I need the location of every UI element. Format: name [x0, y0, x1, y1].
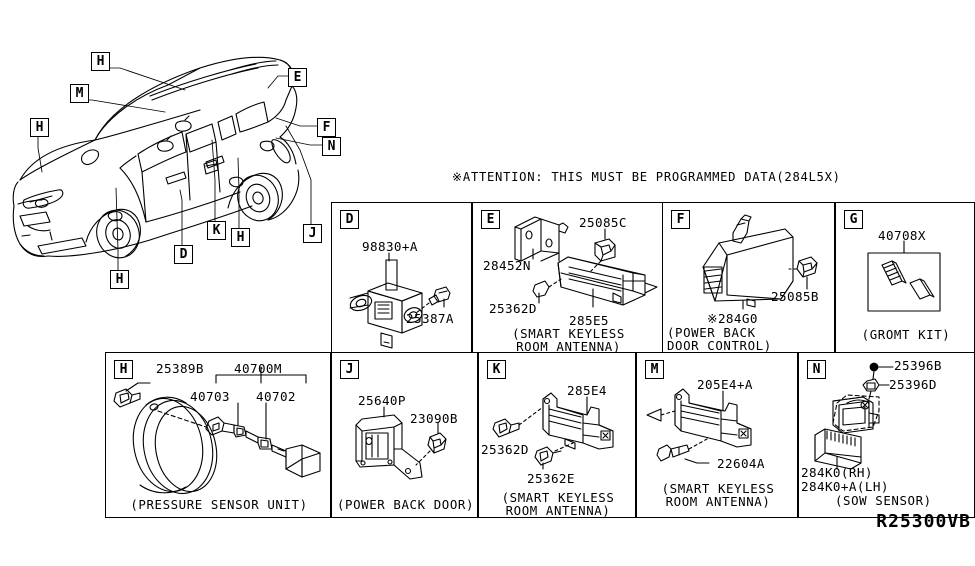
- part-number: 98830+A: [362, 239, 418, 254]
- panel-label-G: G: [844, 210, 863, 229]
- part-number: 40702: [256, 389, 296, 404]
- panel-K[interactable]: K: [478, 352, 636, 518]
- panel-G[interactable]: G 40708X (GROMT KIT): [835, 202, 975, 354]
- part-number: 25640P: [358, 393, 406, 408]
- vehicle-callout-n[interactable]: N: [322, 137, 341, 156]
- part-number: 25387A: [406, 311, 454, 326]
- panel-F[interactable]: F: [662, 202, 835, 354]
- part-number: 25389B: [156, 361, 204, 376]
- callout-leader-lines: [37, 67, 323, 271]
- vehicle-callout-h[interactable]: H: [91, 52, 110, 71]
- panel-J[interactable]: J: [331, 352, 478, 518]
- part-number: 205E4+A: [697, 377, 753, 392]
- panel-M-drawing: [646, 388, 752, 464]
- part-number: 285E4: [567, 383, 607, 398]
- panel-D[interactable]: D: [331, 202, 472, 354]
- panel-D-drawing: [349, 252, 451, 349]
- panel-caption-line: (SMART KEYLESS: [661, 481, 775, 496]
- vehicle-callout-j[interactable]: J: [303, 224, 322, 243]
- panel-J-drawing: [355, 406, 447, 480]
- panel-label-J: J: [340, 360, 359, 379]
- part-number: 284K0(RH): [801, 465, 873, 480]
- panel-H-drawing: [113, 366, 321, 495]
- part-number: 40703: [190, 389, 230, 404]
- panel-label-F: F: [671, 210, 690, 229]
- panel-label-N: N: [807, 360, 826, 379]
- vehicle-callout-e[interactable]: E: [288, 68, 307, 87]
- part-number: 25085B: [771, 289, 819, 304]
- panel-label-M: M: [645, 360, 664, 379]
- panel-caption-line: (POWER BACK: [667, 325, 756, 340]
- panel-caption-line: ROOM ANTENNA): [516, 339, 621, 354]
- panel-caption-line: DOOR CONTROL): [667, 338, 772, 353]
- vehicle-svg: [12, 56, 300, 259]
- part-number: 22604A: [717, 456, 765, 471]
- part-number: 25396D: [889, 377, 937, 392]
- panel-label-K: K: [487, 360, 506, 379]
- part-number: 28452N: [483, 258, 531, 273]
- part-number: 25362E: [527, 471, 575, 486]
- part-number: 40708X: [878, 228, 926, 243]
- part-number: 25085C: [579, 215, 627, 230]
- panel-H[interactable]: H: [105, 352, 331, 518]
- panel-label-E: E: [481, 210, 500, 229]
- vehicle-callout-k[interactable]: K: [207, 221, 226, 240]
- vehicle-callout-m[interactable]: M: [70, 84, 89, 103]
- part-number: 285E5: [569, 313, 609, 328]
- panel-caption-line: (SMART KEYLESS: [501, 490, 615, 505]
- panel-caption-line: (SMART KEYLESS: [512, 326, 625, 341]
- panel-E-drawing: [514, 216, 658, 308]
- panel-caption-line: ROOM ANTENNA): [665, 494, 771, 509]
- panel-N-drawing: [814, 362, 894, 470]
- panel-caption-line: (PRESSURE SENSOR UNIT): [130, 497, 308, 512]
- panel-caption-line: (POWER BACK DOOR): [336, 497, 475, 512]
- panel-caption-line: ROOM ANTENNA): [505, 503, 611, 518]
- panel-caption-line: (GROMT KIT): [861, 327, 951, 342]
- part-number: 40700M: [234, 361, 282, 376]
- vehicle-callout-h[interactable]: H: [231, 228, 250, 247]
- vehicle-callout-f[interactable]: F: [317, 118, 336, 137]
- part-number: 25362D: [481, 442, 529, 457]
- part-number: ※284G0: [707, 311, 758, 326]
- attention-note: ※ATTENTION: THIS MUST BE PROGRAMMED DATA…: [452, 170, 841, 184]
- panel-label-D: D: [340, 210, 359, 229]
- part-number: 25396B: [894, 358, 942, 373]
- panel-F-drawing: [702, 214, 818, 310]
- panel-caption-line: (SOW SENSOR): [835, 493, 932, 508]
- vehicle-illustration: [0, 30, 340, 320]
- panel-label-H: H: [114, 360, 133, 379]
- vehicle-callout-d[interactable]: D: [174, 245, 193, 264]
- figure-code: R25300VB: [876, 511, 971, 532]
- part-number: 25362D: [489, 301, 537, 316]
- panel-K-drawing: [492, 392, 614, 470]
- panel-M[interactable]: M: [636, 352, 798, 518]
- part-number: 23090B: [410, 411, 458, 426]
- panel-G-drawing: [867, 240, 941, 312]
- vehicle-callout-h[interactable]: H: [110, 270, 129, 289]
- part-number: 284K0+A(LH): [801, 479, 889, 494]
- panel-N[interactable]: N: [798, 352, 975, 518]
- vehicle-callout-h[interactable]: H: [30, 118, 49, 137]
- panel-E[interactable]: E: [472, 202, 663, 354]
